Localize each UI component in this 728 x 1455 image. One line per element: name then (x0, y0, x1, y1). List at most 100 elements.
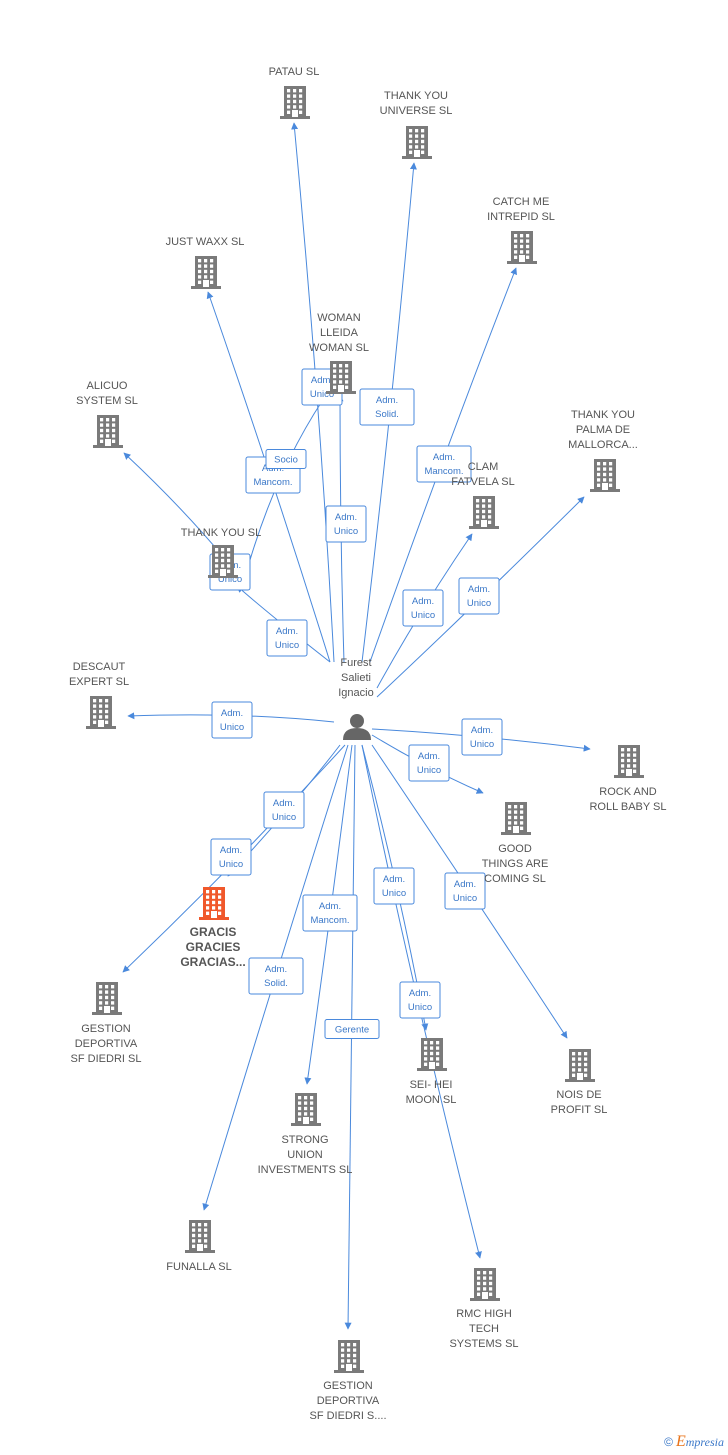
edge-label-woman-lleida-woman-sl: Socio (265, 449, 307, 469)
edge-label-rmc-high-tech-systems-sl: Adm.Unico (373, 867, 415, 905)
company-label: DEPORTIVA (317, 1395, 380, 1407)
edge-labels-layer: Adm.UnicoAdm.Solid.Adm.Mancom.Adm.Mancom… (209, 368, 503, 1039)
edge-label-gestion-deportiva-sf-diedri-s: Gerente (324, 1019, 380, 1039)
brand-rest: mpresia (685, 1435, 724, 1449)
edge-label-text: Adm. (471, 725, 493, 736)
company-node-patau-sl[interactable]: PATAU SL (269, 66, 320, 119)
edge-label-catch-me-intrepid-sl: Adm.Mancom. (416, 445, 472, 483)
edge-label-text: Adm. (409, 988, 431, 999)
empresia-watermark: ©Empresia (664, 1433, 724, 1451)
edge-label-text: Mancom. (310, 915, 349, 926)
company-label: COMING SL (484, 873, 546, 885)
company-node-just-waxx-sl[interactable]: JUST WAXX SL (166, 236, 245, 289)
edge-label-text: Adm. (376, 395, 398, 406)
building-icon (334, 1340, 364, 1373)
company-label: WOMAN SL (309, 342, 369, 354)
edge-label-text: Adm. (468, 584, 490, 595)
company-label: THINGS ARE (482, 858, 549, 870)
building-icon (280, 86, 310, 119)
edge-label-text: Unico (310, 389, 334, 400)
company-label: PROFIT SL (551, 1104, 608, 1116)
company-label: SYSTEMS SL (449, 1338, 518, 1350)
edge-label-text: Adm. (433, 452, 455, 463)
company-label: SYSTEM SL (76, 395, 138, 407)
copyright-symbol: © (664, 1435, 673, 1449)
company-label: SF DIEDRI S.... (309, 1410, 386, 1422)
edge-label-thank-you-palma-de-mallorca: Adm. Unico (458, 577, 500, 615)
edge-label-text: Unico (220, 722, 244, 733)
building-icon (291, 1093, 321, 1126)
edge-label-sei-hei-moon-sl: Adm. Unico (399, 981, 441, 1019)
edge-label-text: Adm. (418, 751, 440, 762)
edge-label-strong-union-investments-sl: Adm.Mancom. (302, 894, 358, 932)
company-node-funalla-sl[interactable]: FUNALLA SL (166, 1220, 232, 1273)
edge-label-text: Unico (408, 1002, 432, 1013)
company-label: ROCK AND (599, 786, 657, 798)
company-label: DEPORTIVA (75, 1038, 138, 1050)
company-label: GRACIAS... (180, 955, 245, 969)
company-label: GRACIES (186, 940, 241, 954)
building-icon (470, 1268, 500, 1301)
building-icon (93, 415, 123, 448)
edge-label-text: Unico (275, 640, 299, 651)
company-label: PATAU SL (269, 66, 320, 78)
company-label: ALICUO (87, 380, 128, 392)
building-icon (614, 745, 644, 778)
edge-to-gestion-deportiva-sf-diedri-s (344, 744, 356, 1330)
edge-label-text: Adm. (412, 596, 434, 607)
edge-label-text: Unico (272, 812, 296, 823)
company-node-gracis-gracies-gracias[interactable]: GRACISGRACIESGRACIAS... (180, 887, 246, 969)
building-icon (86, 696, 116, 729)
company-label: EXPERT SL (69, 676, 129, 688)
company-node-alicuo-system-sl[interactable]: ALICUO SYSTEM SL (76, 380, 138, 448)
edge-label-text: Adm. (221, 708, 243, 719)
company-label: GESTION (323, 1380, 373, 1392)
building-icon (185, 1220, 215, 1253)
company-label: INTREPID SL (487, 211, 555, 223)
company-label: MALLORCA... (568, 439, 638, 451)
edge-label-text: Unico (467, 598, 491, 609)
company-label: INVESTMENTS SL (258, 1164, 353, 1176)
edge-label-text: Adm. (311, 375, 333, 386)
company-label: UNION (287, 1149, 323, 1161)
edge-label-text: Adm. (454, 879, 476, 890)
company-node-thank-you-sl[interactable]: THANK YOU SL (181, 527, 262, 578)
company-label: THANK YOU (384, 90, 448, 102)
edge-label-text: Adm. (265, 964, 287, 975)
building-icon (92, 982, 122, 1015)
building-icon (191, 256, 221, 289)
company-label: RMC HIGH (456, 1308, 512, 1320)
company-label: THANK YOU (571, 409, 635, 421)
company-node-gestion-deportiva-sf-diedri-s[interactable]: GESTION DEPORTIVA SF DIEDRI S.... (309, 1340, 387, 1422)
edge-label-text: Unico (334, 526, 358, 537)
edge-label-text: Unico (411, 610, 435, 621)
building-icon (199, 887, 229, 920)
building-icon (507, 231, 537, 264)
edge-label-gestion-deportiva-sf-diedri-sl: Adm.Unico (263, 791, 305, 829)
company-node-gestion-deportiva-sf-diedri-sl[interactable]: GESTION DEPORTIVA SF DIEDRI SL (71, 982, 142, 1065)
company-label: WOMAN (317, 312, 360, 324)
company-label: SF DIEDRI SL (71, 1053, 142, 1065)
company-label: FATVELA SL (451, 476, 514, 488)
edge-label-text: Adm. (276, 626, 298, 637)
company-label: GESTION (81, 1023, 131, 1035)
company-node-catch-me-intrepid-sl[interactable]: CATCH ME INTREPID SL (487, 196, 555, 264)
edge-label-funalla-sl: Adm.Solid. (248, 957, 304, 995)
edge-label-text: Mancom. (253, 477, 292, 488)
company-label: CATCH ME (493, 196, 550, 208)
edge-label-text: Unico (218, 574, 242, 585)
